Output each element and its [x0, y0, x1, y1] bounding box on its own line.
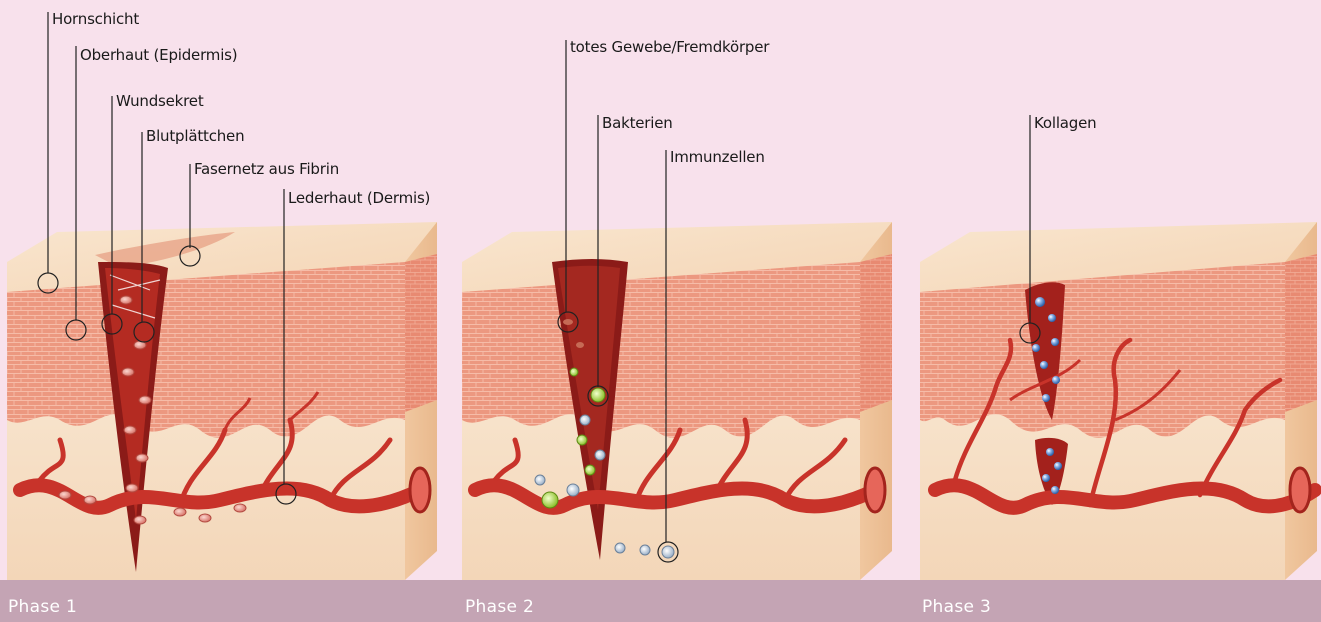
label-lederhaut: Lederhaut (Dermis) [288, 189, 430, 207]
phase-3-label: Phase 3 [922, 597, 991, 617]
skin-cube-phase-1 [7, 222, 437, 580]
skin-cube-phase-2 [462, 222, 892, 580]
phase-bar [0, 580, 1321, 622]
label-immunzellen: Immunzellen [670, 148, 765, 166]
skin-cube-phase-3 [920, 222, 1317, 580]
label-wundsekret: Wundsekret [116, 92, 204, 110]
label-bakterien: Bakterien [602, 114, 673, 132]
label-fasernetz: Fasernetz aus Fibrin [194, 160, 339, 178]
phase-1-label: Phase 1 [8, 597, 77, 617]
label-hornschicht: Hornschicht [52, 10, 139, 28]
phase-2-label: Phase 2 [465, 597, 534, 617]
label-blutplaettchen: Blutplättchen [146, 127, 244, 145]
label-totes-gewebe: totes Gewebe/Fremdkörper [570, 38, 769, 56]
label-kollagen: Kollagen [1034, 114, 1096, 132]
label-oberhaut: Oberhaut (Epidermis) [80, 46, 237, 64]
